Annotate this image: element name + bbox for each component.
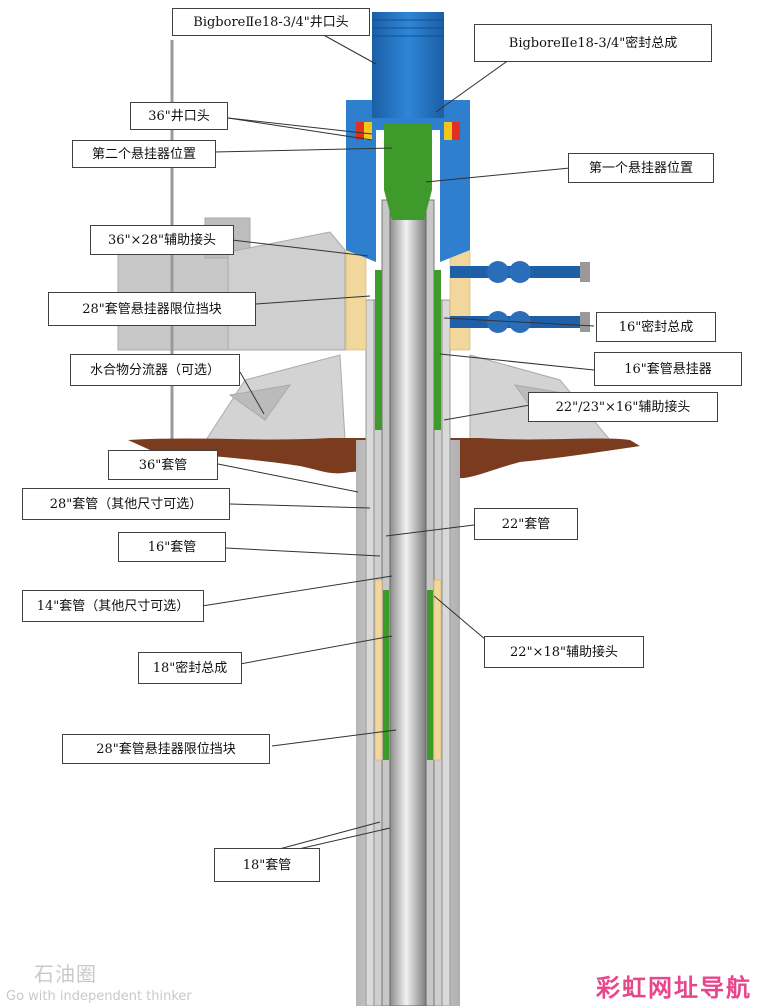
casing-hanger bbox=[384, 124, 432, 220]
label-hanger-stop-28-lower: 28"套管悬挂器限位挡块 bbox=[62, 734, 270, 764]
bigbore-wellhead-top bbox=[372, 12, 444, 118]
watermark-left: 石油圈 Go with independent thinker bbox=[6, 958, 192, 1004]
label-wellhead-36: 36"井口头 bbox=[130, 102, 228, 130]
seal-marker-right bbox=[452, 122, 460, 140]
wellhead-housing bbox=[346, 100, 470, 262]
label-casing-18: 18"套管 bbox=[214, 848, 320, 882]
label-bigbore-seal: BigboreⅡe18-3/4"密封总成 bbox=[474, 24, 712, 62]
label-bigbore-wellhead: BigboreⅡe18-3/4"井口头 bbox=[172, 8, 370, 36]
label-second-hanger: 第二个悬挂器位置 bbox=[72, 140, 216, 168]
label-adapter-22-23x16: 22"/23"×16"辅助接头 bbox=[528, 392, 718, 422]
seal-marker-left bbox=[356, 122, 364, 140]
leader-lines bbox=[201, 21, 595, 857]
label-casing-14: 14"套管（其他尺寸可选） bbox=[22, 590, 204, 622]
label-first-hanger: 第一个悬挂器位置 bbox=[568, 153, 714, 183]
label-seal-18: 18"密封总成 bbox=[138, 652, 242, 684]
label-hydrate-diverter: 水合物分流器（可选） bbox=[70, 354, 240, 386]
label-casing-28: 28"套管（其他尺寸可选） bbox=[22, 488, 230, 520]
label-adapter-22x18: 22"×18"辅助接头 bbox=[484, 636, 644, 668]
label-casing-36: 36"套管 bbox=[108, 450, 218, 480]
watermark-left-en: Go with independent thinker bbox=[6, 989, 192, 1004]
watermark-left-cn: 石油圈 bbox=[34, 962, 97, 986]
label-seal-16: 16"密封总成 bbox=[596, 312, 716, 342]
casing-14-body bbox=[389, 149, 427, 1006]
label-hanger-stop-28: 28"套管悬挂器限位挡块 bbox=[48, 292, 256, 326]
label-adapter-36x28: 36"×28"辅助接头 bbox=[90, 225, 234, 255]
annulus-green-segments bbox=[375, 270, 441, 760]
label-casing-22: 22"套管 bbox=[474, 508, 578, 540]
watermark-right: 彩虹网址导航 bbox=[596, 974, 752, 1002]
label-casing-16: 16"套管 bbox=[118, 532, 226, 562]
label-hanger-16: 16"套管悬挂器 bbox=[594, 352, 742, 386]
